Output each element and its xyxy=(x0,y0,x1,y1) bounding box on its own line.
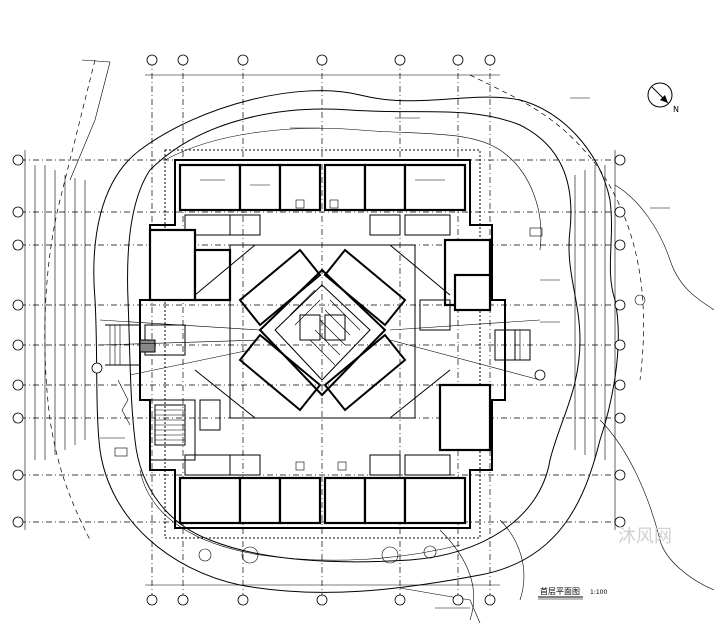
axis-bubbles-right xyxy=(614,154,626,528)
road-hatching-right xyxy=(574,165,606,460)
building-outline xyxy=(139,149,506,539)
axis-bubbles-bottom xyxy=(146,594,496,606)
stair-left xyxy=(154,404,186,446)
entrance-right xyxy=(505,329,546,381)
landscape-trees xyxy=(198,294,646,564)
site-boundary xyxy=(44,59,714,623)
unit-bottom-left xyxy=(178,454,322,525)
unit-left-side xyxy=(139,228,232,461)
unit-bottom-right xyxy=(323,454,467,525)
axis-bubbles-top xyxy=(146,54,496,66)
watermark: 沐风网 xyxy=(618,526,672,547)
north-arrow: N xyxy=(647,82,679,114)
room-annotations xyxy=(100,97,670,609)
north-label: N xyxy=(673,105,679,114)
unit-top-left xyxy=(178,163,322,236)
corridor-wings xyxy=(99,244,541,419)
drawing-scale: 1:100 xyxy=(590,589,607,596)
title-block: 首层平面图 1:100 xyxy=(538,586,607,600)
unit-top-right xyxy=(323,163,467,236)
axis-bubbles-left xyxy=(12,154,24,528)
entrance-steps-left xyxy=(91,324,141,426)
drawing-title: 首层平面图 xyxy=(540,586,580,596)
road-hatching-left xyxy=(34,165,86,460)
unit-right-side xyxy=(419,238,516,452)
central-core xyxy=(238,248,407,412)
watermark-text: 沐风网 xyxy=(618,526,672,547)
